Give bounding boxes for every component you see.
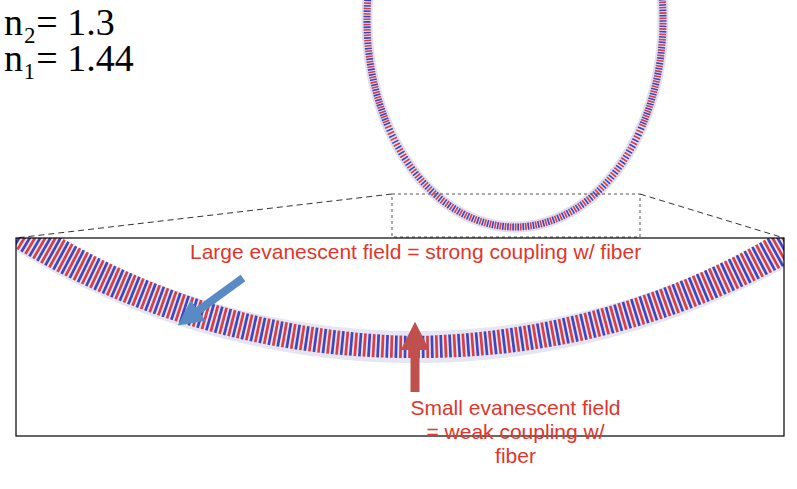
zoom-frame xyxy=(16,238,784,436)
callout-arrow xyxy=(411,336,420,392)
zoomed-waveguide xyxy=(16,238,784,358)
zoom-region xyxy=(392,194,640,237)
zoom-leader xyxy=(640,194,784,238)
refractive-index: n₁= 1.44 xyxy=(4,36,134,80)
zoom-leader xyxy=(16,194,392,238)
ring-waveguide xyxy=(364,0,667,230)
callout-note: Small evanescent field = weak coupling w… xyxy=(408,396,623,468)
callout-note: Large evanescent field = strong coupling… xyxy=(190,240,641,264)
callout-arrow xyxy=(188,278,243,318)
